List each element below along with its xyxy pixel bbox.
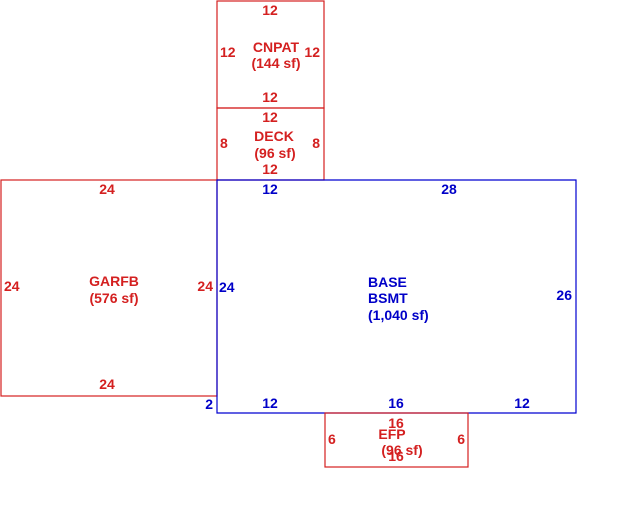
cnpat-right-dim: 12 bbox=[304, 44, 320, 60]
deck-right-dim: 8 bbox=[312, 135, 320, 151]
garfb-top-dim: 24 bbox=[99, 181, 115, 197]
efp-left-dim: 6 bbox=[328, 431, 336, 447]
efp-right-dim: 6 bbox=[457, 431, 465, 447]
deck-label: DECK bbox=[254, 128, 294, 144]
garfb-area: (576 sf) bbox=[89, 290, 138, 306]
base-area: (1,040 sf) bbox=[368, 307, 429, 323]
base-right-dim: 26 bbox=[556, 287, 572, 303]
cnpat-top-dim: 12 bbox=[262, 2, 278, 18]
base-label: BASE bbox=[368, 274, 407, 290]
garfb-left-dim: 24 bbox=[4, 278, 20, 294]
garfb-right-dim: 24 bbox=[197, 278, 213, 294]
base-bottom-right-dim: 12 bbox=[514, 395, 530, 411]
efp-outline bbox=[324, 412, 469, 468]
efp-area: (96 sf) bbox=[381, 442, 422, 458]
cnpat-label: CNPAT bbox=[253, 39, 300, 55]
base-left-dim: 24 bbox=[219, 279, 235, 295]
base-label-2: BSMT bbox=[368, 290, 408, 306]
deck-area: (96 sf) bbox=[254, 145, 295, 161]
efp-top-dim: 16 bbox=[388, 415, 404, 431]
deck-bottom-dim: 12 bbox=[262, 161, 278, 177]
base-step-dim: 2 bbox=[205, 396, 213, 412]
cnpat-area: (144 sf) bbox=[251, 55, 300, 71]
efp-bottom-dim: 16 bbox=[388, 448, 404, 464]
garfb-bottom-dim: 24 bbox=[99, 376, 115, 392]
cnpat-left-dim: 12 bbox=[220, 44, 236, 60]
deck-top-dim: 12 bbox=[262, 109, 278, 125]
efp-label: EFP bbox=[378, 426, 405, 442]
cnpat-bottom-dim: 12 bbox=[262, 89, 278, 105]
garfb-label: GARFB bbox=[89, 273, 139, 289]
base-top-dim: 28 bbox=[441, 181, 457, 197]
base-top-left-dim: 12 bbox=[262, 181, 278, 197]
base-bottom-mid-dim: 16 bbox=[388, 395, 404, 411]
base-outline bbox=[216, 179, 577, 414]
base-bottom-left-dim: 12 bbox=[262, 395, 278, 411]
deck-left-dim: 8 bbox=[220, 135, 228, 151]
